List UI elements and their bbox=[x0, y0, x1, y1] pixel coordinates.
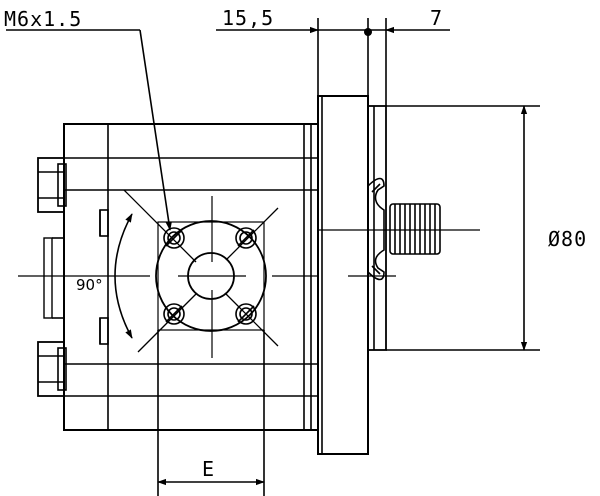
thread-hole-bottom-left bbox=[163, 303, 185, 325]
port-spacing-label: E bbox=[202, 457, 214, 481]
shaft-seal bbox=[367, 177, 385, 281]
angle-label: 90° bbox=[76, 276, 103, 294]
bolt-head-bottom bbox=[37, 341, 67, 397]
thread-leader bbox=[6, 29, 172, 231]
centerlines bbox=[18, 196, 480, 358]
diameter-dimension bbox=[386, 105, 540, 351]
thread-hole-top-right bbox=[235, 227, 257, 249]
top-dimensions bbox=[216, 18, 450, 106]
pump-body bbox=[63, 123, 319, 431]
flange-thickness-label: 15,5 bbox=[222, 6, 274, 30]
port-spacing-dimension bbox=[157, 330, 265, 496]
angle-dimension bbox=[114, 213, 133, 339]
rear-boss bbox=[43, 237, 64, 319]
mounting-flange bbox=[317, 95, 369, 455]
bolt-head-top bbox=[37, 157, 67, 213]
dimension-dot bbox=[364, 28, 372, 36]
hole-diagonals bbox=[123, 189, 279, 353]
spigot-length-label: 7 bbox=[430, 6, 442, 30]
spigot bbox=[367, 105, 387, 351]
diameter-label: Ø80 bbox=[548, 227, 587, 251]
thread-size-label: M6x1.5 bbox=[4, 7, 82, 31]
splined-shaft bbox=[389, 203, 441, 255]
thread-hole-top-left bbox=[163, 227, 185, 249]
